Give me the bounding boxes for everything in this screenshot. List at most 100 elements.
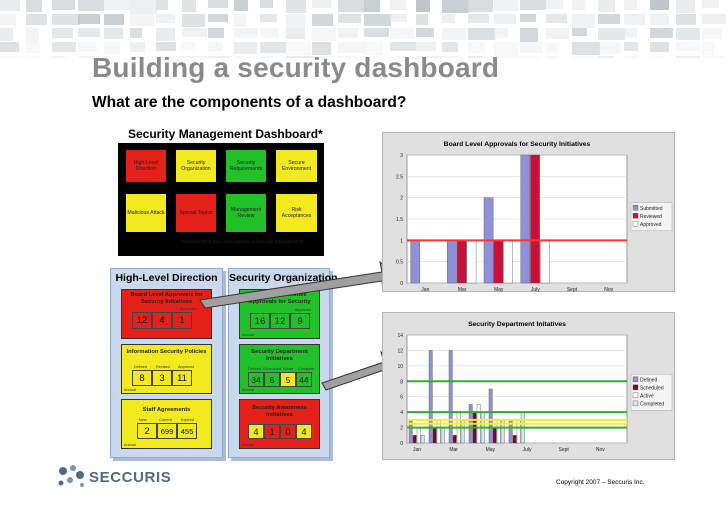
staff-agreements-card[interactable]: Staff Agreements New Current Expired 2 6… — [121, 399, 212, 449]
mosaic-tile — [0, 14, 16, 25]
tile-security-requirements[interactable]: Security Requirements — [225, 149, 267, 183]
panel-title: Security Organization — [229, 272, 338, 284]
mosaic-tile — [676, 42, 700, 51]
card-title: Board Level Approvals for Security Initi… — [130, 292, 203, 305]
arrow-to-board-chart — [199, 260, 398, 309]
mosaic-tile — [182, 56, 208, 58]
col-header: Expired — [181, 418, 194, 422]
period-label: Annual — [242, 388, 254, 392]
brand-name: SECCURIS — [89, 469, 172, 486]
mosaic-tile — [260, 56, 274, 58]
tile-risk-acceptances[interactable]: Risk Acceptances — [275, 193, 318, 233]
y-tick-label: 14 — [397, 333, 403, 339]
chart-title: Board Level Approvals for Security Initi… — [444, 141, 591, 148]
bar-scheduled — [452, 435, 457, 444]
col-header: Revised — [156, 365, 170, 369]
awareness-initiatives-card[interactable]: Security Awareness Initiatives 4 1 0 4 A… — [239, 399, 320, 449]
kpi-value: 5 — [280, 372, 296, 387]
mosaic-tile — [130, 42, 146, 53]
kpi-value: 11 — [172, 370, 192, 386]
mosaic-tile — [390, 0, 406, 11]
mosaic-tile — [78, 42, 98, 51]
kpi-value: 6 — [264, 372, 280, 387]
mosaic-tile — [182, 14, 205, 28]
kpi-value: 4 — [248, 424, 264, 439]
mosaic-tile — [208, 56, 230, 58]
bar-submitted — [410, 240, 421, 284]
card-title: Information Security Policies — [126, 349, 207, 355]
mosaic-tile — [286, 14, 306, 28]
board-approvals-card[interactable]: Board Level Approvals for Security Initi… — [121, 289, 212, 339]
mosaic-tile — [494, 42, 519, 56]
x-tick-label: July — [523, 447, 532, 453]
bar-completed — [440, 427, 445, 444]
bar-scheduled — [512, 435, 517, 444]
tile-malicious-attack[interactable]: Malicious Attack — [125, 193, 167, 233]
mosaic-tile — [702, 0, 719, 8]
mosaic-tile — [468, 14, 490, 23]
mosaic-tile — [26, 14, 47, 25]
bar-reviewed — [530, 154, 540, 284]
y-tick-label: 4 — [400, 410, 403, 416]
mosaic-tile — [52, 14, 80, 25]
kpi-value: 1 — [264, 424, 280, 439]
mosaic-tile — [702, 42, 715, 55]
legend-label: Active — [640, 393, 654, 399]
tile-management-review[interactable]: Management Review — [225, 193, 267, 233]
y-tick-label: 8 — [400, 379, 403, 385]
x-tick-label: Jan — [413, 447, 421, 453]
tile-high-level-direction[interactable]: High-Level Direction — [125, 149, 167, 183]
x-tick-label: Sept — [567, 287, 578, 293]
mosaic-tile — [546, 28, 569, 39]
mosaic-tile — [390, 28, 414, 39]
legend-swatch — [632, 392, 639, 399]
mosaic-tile — [468, 0, 493, 13]
period-label: Annual — [242, 333, 254, 337]
mosaic-tile — [546, 14, 568, 24]
mosaic-tile — [416, 56, 443, 58]
security-policies-card[interactable]: Information Security Policies Defined Re… — [121, 344, 212, 394]
mosaic-tile — [624, 42, 639, 51]
legend-swatch — [632, 400, 639, 407]
col-header: Current — [159, 418, 172, 422]
kpi-value: 4 — [152, 312, 172, 329]
mosaic-tile — [598, 14, 621, 25]
mosaic-tile — [572, 56, 594, 58]
department-initiatives-card[interactable]: Security Department Initiatives Defined … — [239, 344, 320, 394]
bar-approved — [540, 240, 550, 284]
mosaic-tile — [390, 14, 408, 23]
mosaic-tile — [442, 56, 457, 58]
mosaic-tile — [468, 42, 486, 54]
col-header: Approved — [178, 365, 195, 369]
panel-title: High-Level Direction — [115, 272, 218, 284]
mosaic-tile — [520, 28, 538, 42]
mosaic-tile — [156, 28, 176, 42]
kpi-value: 12 — [270, 313, 290, 329]
mosaic-tile — [182, 28, 208, 37]
tile-special-topics[interactable]: Special Topics — [175, 193, 217, 233]
mosaic-tile — [416, 28, 434, 38]
mosaic-tile — [130, 56, 154, 58]
period-label: Annual — [124, 388, 136, 392]
mosaic-tile — [572, 0, 586, 10]
mosaic-tile — [676, 28, 701, 41]
mosaic-tile — [78, 56, 97, 58]
col-header: Active — [283, 367, 294, 371]
mosaic-tile — [52, 42, 77, 53]
bar-completed — [420, 435, 425, 444]
y-tick-label: 0.5 — [396, 260, 403, 266]
tile-secure-environment[interactable]: Secure Environment — [275, 149, 318, 183]
mosaic-tile — [104, 0, 132, 10]
mosaic-tile — [676, 56, 701, 58]
tile-security-organization[interactable]: Security Organization — [175, 149, 217, 183]
bar-reviewed — [456, 240, 467, 284]
y-tick-label: 10 — [397, 364, 403, 370]
kpi-value: 699 — [157, 423, 177, 439]
mosaic-tile — [104, 42, 120, 55]
mosaic-tile — [416, 14, 429, 26]
mosaic-tile — [572, 42, 600, 56]
mosaic-tile — [312, 14, 333, 26]
col-header: Approved — [180, 307, 197, 311]
mosaic-tile — [338, 28, 359, 38]
